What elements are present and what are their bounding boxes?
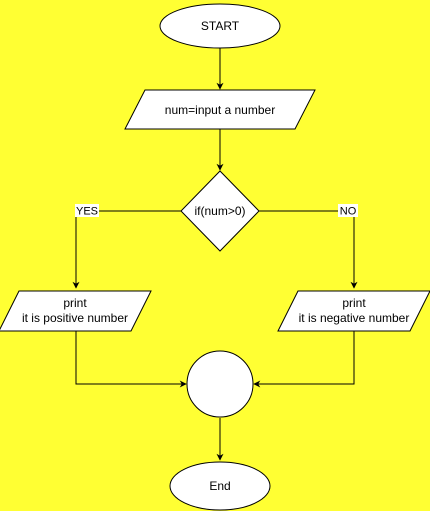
negative-node-line1: print — [342, 296, 366, 310]
edge-decision-yes — [72, 210, 182, 289]
input-node-label: num=input a number — [165, 103, 275, 117]
edge-label-yes: YES — [75, 204, 99, 218]
end-node-label: End — [209, 479, 230, 493]
positive-parallelogram-shape — [0, 290, 152, 332]
edge-label-yes-text: YES — [76, 206, 98, 218]
edge-negative-to-connector — [253, 331, 355, 388]
edge-label-no: NO — [338, 204, 358, 218]
connector-circle-shape — [186, 350, 254, 418]
start-node: START — [159, 3, 281, 49]
decision-node-label: if(num>0) — [194, 204, 245, 218]
input-node: num=input a number — [124, 89, 316, 130]
edge-decision-no — [258, 210, 358, 289]
end-node: End — [169, 461, 271, 511]
negative-parallelogram-shape — [277, 290, 430, 332]
edge-positive-to-connector — [75, 331, 187, 388]
decision-diamond-shape — [180, 170, 260, 252]
start-node-label: START — [201, 19, 240, 33]
decision-node: if(num>0) — [180, 170, 260, 252]
positive-node-line1: print — [63, 296, 87, 310]
positive-node-line2: it is positive number — [22, 311, 128, 325]
edge-label-no-text: NO — [340, 206, 357, 218]
negative-output-node: print it is negative number — [277, 290, 430, 332]
start-terminal-shape — [159, 3, 281, 49]
end-terminal-shape — [169, 461, 271, 511]
negative-node-line2: it is negative number — [299, 311, 410, 325]
connector-node — [186, 350, 254, 418]
positive-output-node: print it is positive number — [0, 290, 152, 332]
input-parallelogram-shape — [124, 89, 316, 130]
